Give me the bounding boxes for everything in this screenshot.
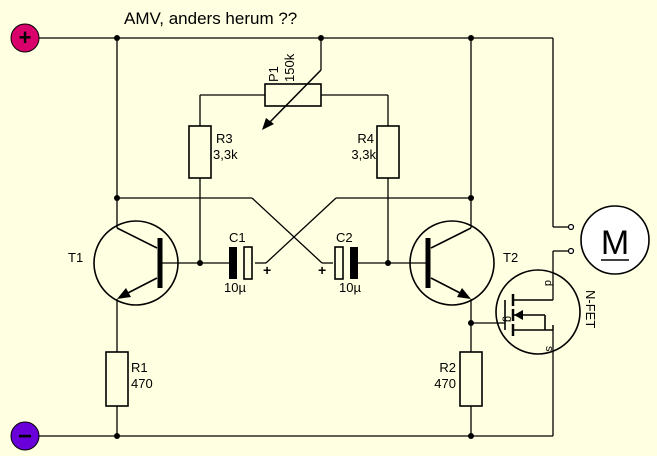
resistor-r4: R4 3,3k <box>351 95 400 263</box>
negative-symbol: − <box>18 423 32 450</box>
p1-value: 150k <box>282 53 297 82</box>
resistor-r2: R2 470 <box>434 351 483 436</box>
fet-label: N-FET <box>583 290 598 328</box>
p1-label: P1 <box>266 66 281 82</box>
c1-label: C1 <box>229 230 246 245</box>
resistor-r3: R3 3,3k <box>188 95 238 263</box>
r1-label: R1 <box>131 360 148 375</box>
t2-label: T2 <box>503 250 518 265</box>
capacitor-c2: + C2 10µ <box>318 230 361 295</box>
c1-value: 10µ <box>224 280 246 295</box>
motor: M <box>580 205 650 275</box>
negative-rail <box>38 325 554 437</box>
diagram-title: AMV, anders herum ?? <box>124 9 297 28</box>
resistor-r1: R1 470 <box>105 351 153 436</box>
r3-label: R3 <box>216 131 233 146</box>
transistor-t1: T1 <box>68 220 179 352</box>
c2-value: 10µ <box>339 280 361 295</box>
positive-rail <box>38 37 554 227</box>
fet-pin-d: d <box>542 280 554 286</box>
negative-terminal: − <box>10 421 40 451</box>
cross-coupling-wires <box>117 197 471 264</box>
positive-symbol: + <box>19 25 32 50</box>
capacitor-c1: + C1 10µ <box>224 230 271 295</box>
r3-value: 3,3k <box>213 147 238 162</box>
junction-dots <box>114 35 474 439</box>
c2-label: C2 <box>336 230 353 245</box>
fet-pin-g: g <box>502 316 514 322</box>
r1-value: 470 <box>131 376 153 391</box>
nfet-mosfet: d g s N-FET <box>471 251 598 355</box>
c1-polarity: + <box>263 262 271 278</box>
r4-label: R4 <box>357 131 374 146</box>
r2-value: 470 <box>434 376 456 391</box>
motor-label: M <box>601 224 629 262</box>
motor-connector <box>553 223 575 255</box>
r2-label: R2 <box>439 360 456 375</box>
c2-polarity: + <box>318 262 326 278</box>
potentiometer-p1: P1 150k <box>200 38 388 130</box>
r4-value: 3,3k <box>351 147 376 162</box>
fet-pin-s: s <box>543 346 555 352</box>
t1-label: T1 <box>68 250 83 265</box>
positive-terminal: + <box>10 23 40 53</box>
